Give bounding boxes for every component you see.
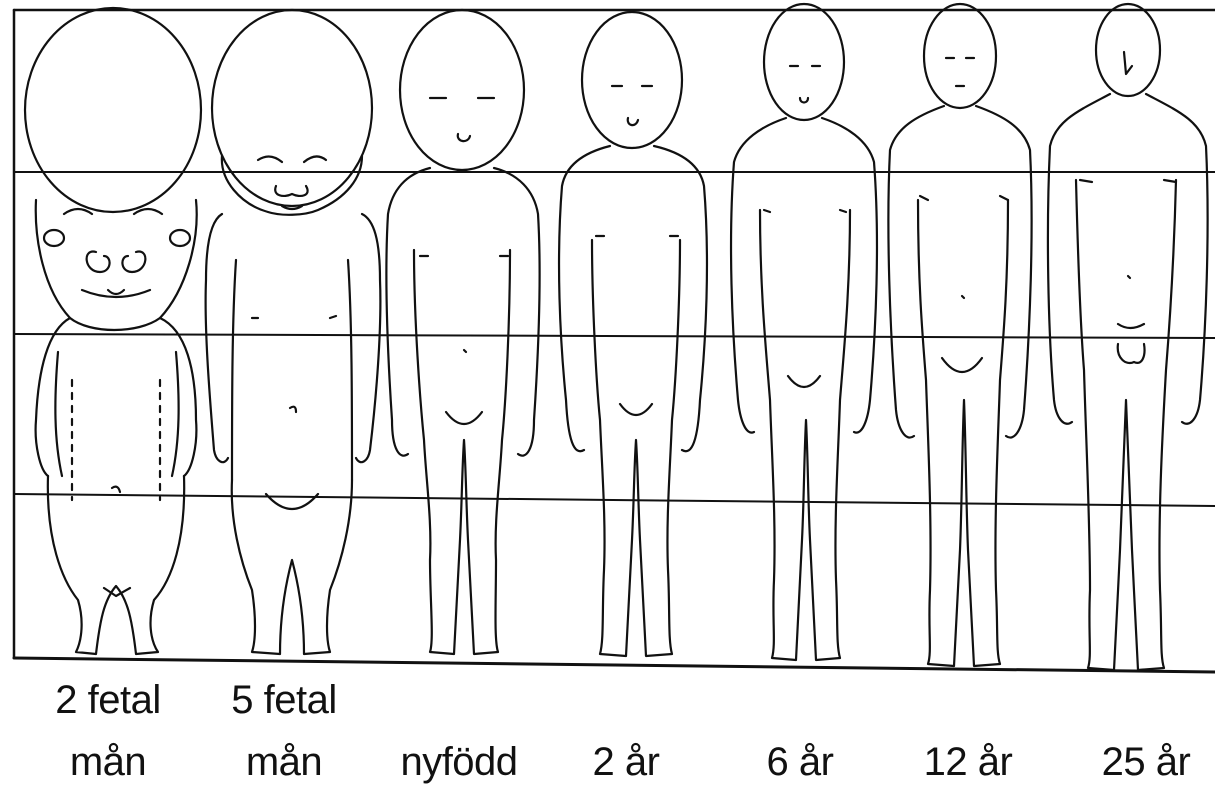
label-fetal5-top: 5 fetal	[231, 680, 336, 720]
figure-fetal2	[25, 8, 201, 654]
label-age25: 25 år	[1102, 742, 1191, 782]
label-age6: 6 år	[767, 742, 834, 782]
figure-fetal5	[206, 10, 381, 654]
label-age2: 2 år	[593, 742, 660, 782]
label-newborn: nyfödd	[400, 742, 517, 782]
figure-newborn	[386, 10, 539, 654]
frame	[14, 10, 1215, 672]
label-fetal2-top: 2 fetal	[55, 680, 160, 720]
label-fetal5-bottom: mån	[246, 742, 322, 782]
figure-age2	[559, 12, 707, 656]
label-age12: 12 år	[924, 742, 1013, 782]
figure-age12	[888, 4, 1031, 666]
figure-age6	[731, 4, 877, 660]
label-fetal2-bottom: mån	[70, 742, 146, 782]
